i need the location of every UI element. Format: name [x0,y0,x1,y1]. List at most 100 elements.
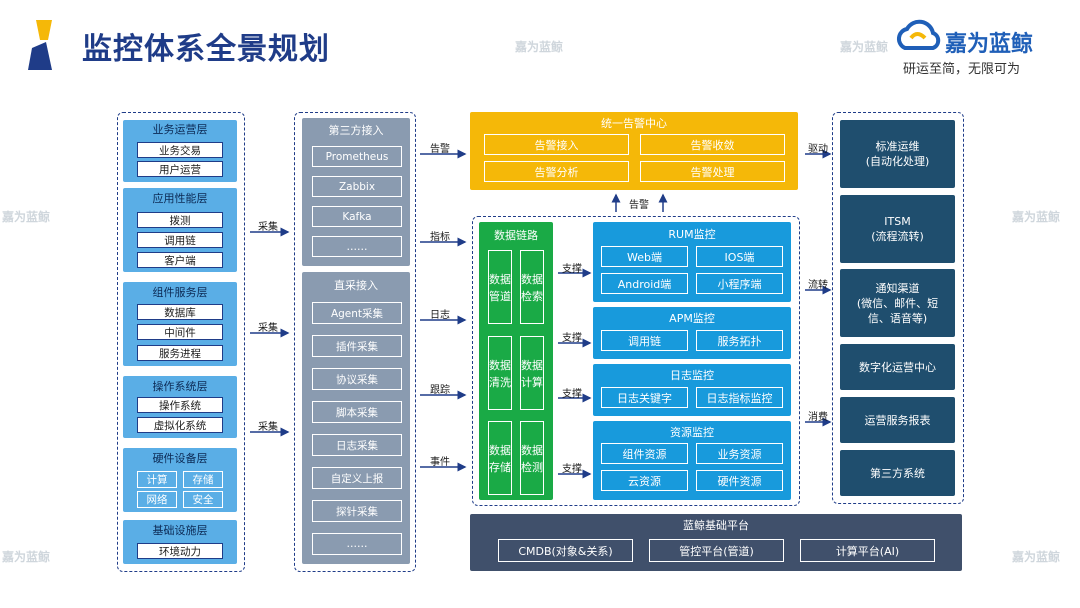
layer-title: 应用性能层 [152,192,208,205]
consumer-ops-report: 运营服务报表 [840,397,955,443]
third-party-item: Zabbix [312,176,402,197]
rum-item: Android端 [601,273,688,294]
rum-panel [593,222,791,302]
watermark: 嘉为蓝鲸 [1012,550,1061,564]
layer-item: 客户端 [137,252,223,268]
flow-label-event: 事件 [430,457,450,468]
support-label: 支撑 [562,389,582,400]
layer-item: 业务交易 [137,142,223,158]
brand-name: 嘉为蓝鲸 [945,32,1034,57]
layer-item: 安全 [183,491,223,508]
direct-item: 日志采集 [312,434,402,456]
consumer-itsm: ITSM (流程流转) [840,195,955,263]
cloud-logo-icon [896,19,941,50]
drive-label: 驱动 [808,144,828,155]
alert-center-panel [470,112,798,190]
log-monitor-item: 日志关键字 [601,387,688,408]
watermark: 嘉为蓝鲸 [2,550,51,564]
support-label: 支撑 [562,464,582,475]
layer-item: 用户运营 [137,161,223,177]
direct-item: Agent采集 [312,302,402,324]
third-party-item: Kafka [312,206,402,227]
direct-title: 直采接入 [334,279,378,292]
direct-item: 自定义上报 [312,467,402,489]
third-party-item: Prometheus [312,146,402,167]
data-link-item: 数据计算 [520,336,544,410]
direct-item: 插件采集 [312,335,402,357]
layer-item: 数据库 [137,304,223,320]
data-link-panel [479,222,553,500]
resource-monitor-item: 硬件资源 [696,470,783,491]
collect-label: 采集 [258,422,278,433]
layer-item: 环境动力 [137,543,223,559]
log-monitor-title: 日志监控 [670,369,714,382]
layer-title: 硬件设备层 [152,452,208,465]
data-link-item: 数据存储 [488,421,512,495]
consume-label: 消费 [808,412,828,423]
watermark: 嘉为蓝鲸 [840,40,889,54]
flow-label-log: 日志 [430,310,450,321]
page-title: 监控体系全景规划 [82,32,330,67]
watermark: 嘉为蓝鲸 [2,210,51,224]
consumers-group [832,112,964,504]
flow-label-metric: 指标 [430,232,450,243]
base-platform-item: 管控平台(管道) [649,539,784,562]
alert-center-item: 告警处理 [640,161,785,182]
alert-center-item: 告警收敛 [640,134,785,155]
resource-monitor-item: 云资源 [601,470,688,491]
flow-label-trace: 跟踪 [430,385,450,396]
watermark: 嘉为蓝鲸 [1012,210,1061,224]
layer-title: 业务运营层 [152,123,208,136]
rum-item: IOS端 [696,246,783,267]
rum-item: 小程序端 [696,273,783,294]
flow-label: 流转 [808,280,828,291]
alert-center-item: 告警分析 [484,161,629,182]
direct-item: 协议采集 [312,368,402,390]
base-platform-item: CMDB(对象&关系) [498,539,633,562]
log-monitor-item: 日志指标监控 [696,387,783,408]
layer-item: 拨测 [137,212,223,228]
logo-mark-icon [28,20,52,70]
third-party-title: 第三方接入 [328,124,384,137]
layers-group [117,112,245,572]
resource-monitor-panel [593,421,791,500]
data-link-item: 数据检测 [520,421,544,495]
data-link-item: 数据检索 [520,250,544,324]
apm-item: 调用链 [601,330,688,351]
layer-item: 服务进程 [137,345,223,361]
layer-item: 虚拟化系统 [137,417,223,433]
layer-item: 网络 [137,491,177,508]
direct-item: 探针采集 [312,500,402,522]
support-label: 支撑 [562,264,582,275]
layer-item: 操作系统 [137,397,223,413]
consumer-third-party: 第三方系统 [840,450,955,496]
base-platform-title: 蓝鲸基础平台 [683,519,749,532]
processing-group [472,216,800,506]
flow-label-alert: 告警 [430,144,450,155]
layer-item: 计算 [137,471,177,488]
direct-item: 脚本采集 [312,401,402,423]
collect-label: 采集 [258,323,278,334]
brand-slogan: 研运至简，无限可为 [903,62,1021,77]
rum-title: RUM监控 [668,228,716,241]
layer-title: 操作系统层 [152,380,208,393]
layer-item: 中间件 [137,324,223,340]
third-party-item: …… [312,236,402,257]
ingestion-group [294,112,416,572]
data-link-item: 数据管道 [488,250,512,324]
resource-monitor-item: 组件资源 [601,443,688,464]
layer-item: 存储 [183,471,223,488]
apm-title: APM监控 [669,312,715,325]
alert-center-title: 统一告警中心 [601,117,667,130]
resource-monitor-title: 资源监控 [670,426,714,439]
layer-title: 基础设施层 [152,524,208,537]
consumer-notification: 通知渠道 (微信、邮件、短 信、语音等) [840,269,955,337]
layer-title: 组件服务层 [152,286,208,299]
resource-monitor-item: 业务资源 [696,443,783,464]
base-platform-item: 计算平台(AI) [800,539,935,562]
apm-item: 服务拓扑 [696,330,783,351]
direct-item: …… [312,533,402,555]
consumer-standard-ops: 标准运维 (自动化处理) [840,120,955,188]
alert-up-label: 告警 [629,200,649,211]
